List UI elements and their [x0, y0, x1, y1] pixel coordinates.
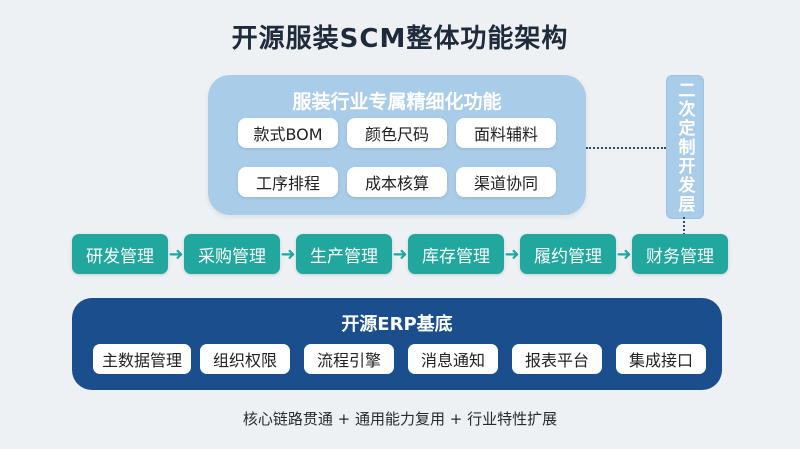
arrow-right-icon: ➜ [392, 243, 408, 265]
industry-module: 颜色尺码 [347, 118, 447, 148]
industry-module: 工序排程 [238, 167, 338, 197]
process-step: 研发管理 [72, 234, 168, 274]
custom-layer-label: 二次定制开发层 [674, 80, 695, 214]
dotted-connector [683, 217, 685, 235]
industry-module: 渠道协同 [456, 167, 556, 197]
custom-development-layer: 二次定制开发层 [666, 75, 704, 219]
dotted-connector [586, 147, 666, 149]
process-step: 履约管理 [520, 234, 616, 274]
industry-panel-title: 服装行业专属精细化功能 [292, 91, 502, 113]
erp-module: 集成接口 [616, 344, 706, 374]
industry-module: 面料辅料 [456, 118, 556, 148]
arrow-right-icon: ➜ [168, 243, 184, 265]
industry-module: 成本核算 [347, 167, 447, 197]
process-step: 库存管理 [408, 234, 504, 274]
page-title: 开源服装SCM整体功能架构 [231, 24, 569, 54]
erp-module: 组织权限 [200, 344, 290, 374]
process-step: 财务管理 [632, 234, 728, 274]
arrow-right-icon: ➜ [280, 243, 296, 265]
erp-base-panel: 开源ERP基底 主数据管理 组织权限 流程引擎 消息通知 报表平台 集成接口 [72, 298, 722, 390]
erp-module: 主数据管理 [93, 344, 191, 374]
arrow-right-icon: ➜ [504, 243, 520, 265]
process-step: 生产管理 [296, 234, 392, 274]
process-step: 采购管理 [184, 234, 280, 274]
erp-module: 消息通知 [408, 344, 498, 374]
industry-features-panel: 服装行业专属精细化功能 款式BOM 颜色尺码 面料辅料 工序排程 成本核算 渠道… [208, 75, 586, 215]
arrow-right-icon: ➜ [616, 243, 632, 265]
erp-module: 报表平台 [512, 344, 602, 374]
industry-module: 款式BOM [238, 118, 338, 148]
erp-panel-title: 开源ERP基底 [341, 314, 453, 335]
tagline: 核心链路贯通 + 通用能力复用 + 行业特性扩展 [242, 410, 558, 428]
erp-module: 流程引擎 [304, 344, 394, 374]
